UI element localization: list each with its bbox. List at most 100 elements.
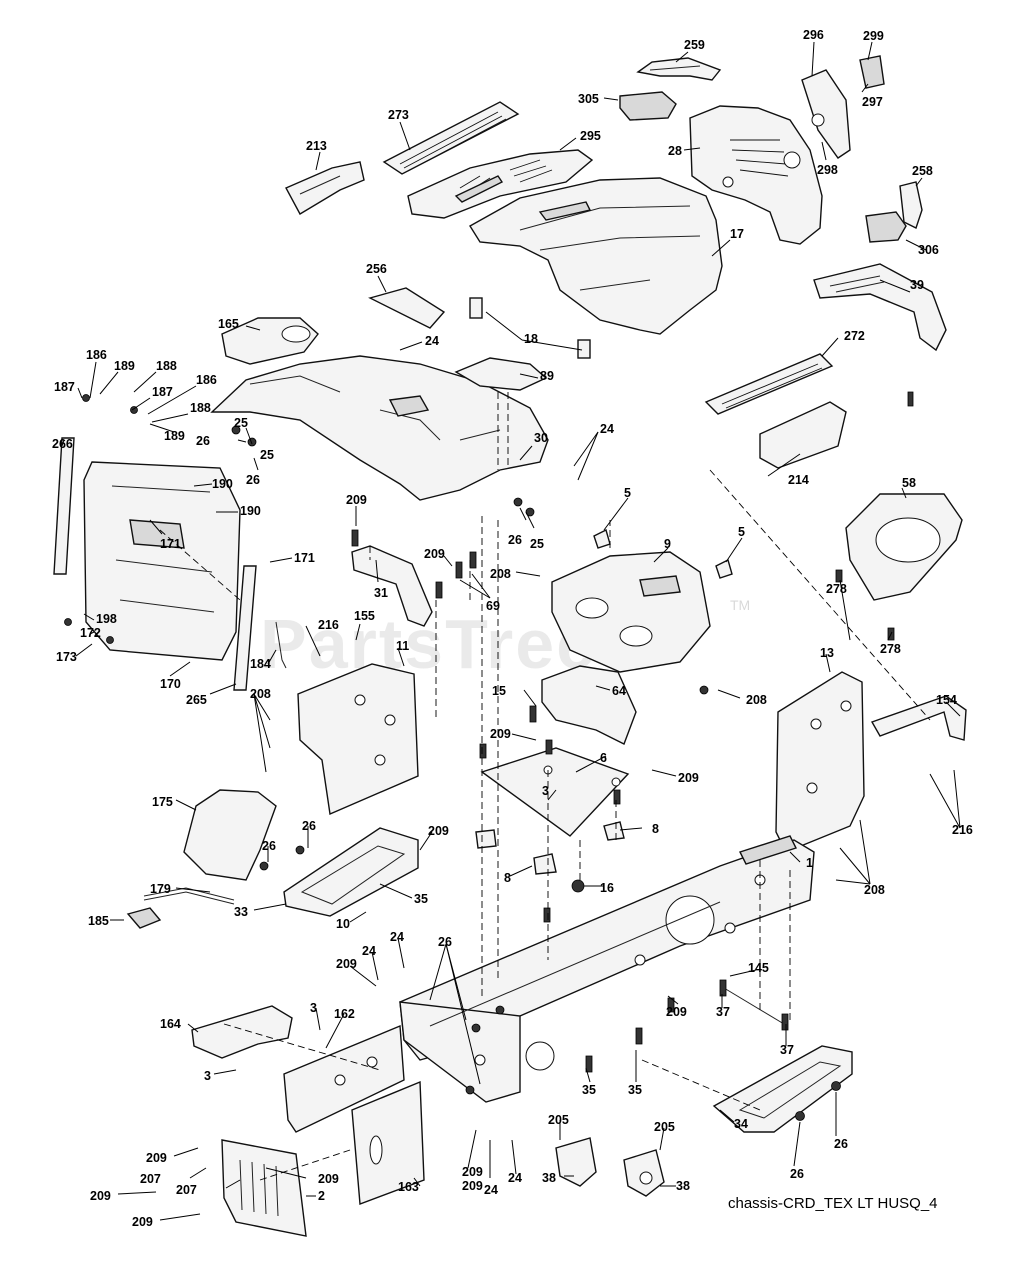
callout-5a: 5 xyxy=(624,486,631,500)
callout-187b: 187 xyxy=(152,385,173,399)
callout-3b: 3 xyxy=(310,1001,317,1015)
callout-208d: 208 xyxy=(864,883,885,897)
callout-24f: 24 xyxy=(508,1171,522,1185)
callout-26g: 26 xyxy=(834,1137,848,1151)
callout-297: 297 xyxy=(862,95,883,109)
diagram-reference-code: chassis-CRD_TEX LT HUSQ_4 xyxy=(728,1195,938,1212)
callout-37a: 37 xyxy=(716,1005,730,1019)
callout-278a: 278 xyxy=(826,582,847,596)
part-185-pedal xyxy=(126,907,162,929)
callout-266: 266 xyxy=(52,437,73,451)
watermark-tm: TM xyxy=(730,597,750,613)
callout-278b: 278 xyxy=(880,642,901,656)
part-296-lens xyxy=(801,69,851,159)
callout-189a: 189 xyxy=(114,359,135,373)
callout-39: 39 xyxy=(910,278,924,292)
part-164-plate xyxy=(191,1005,293,1059)
callout-208b: 208 xyxy=(250,687,271,701)
part-30-fender xyxy=(210,355,549,501)
callout-163: 163 xyxy=(398,1180,419,1194)
callout-209l: 209 xyxy=(132,1215,153,1229)
callout-216a: 216 xyxy=(318,618,339,632)
part-272-grille xyxy=(704,353,834,415)
callout-35b: 35 xyxy=(582,1083,596,1097)
part-5-clip-b xyxy=(715,558,733,579)
callout-209c: 209 xyxy=(490,727,511,741)
callout-205b: 205 xyxy=(654,1120,675,1134)
callout-208c: 208 xyxy=(746,693,767,707)
callout-209h: 209 xyxy=(146,1151,167,1165)
callout-172: 172 xyxy=(80,626,101,640)
callout-162: 162 xyxy=(334,1007,355,1021)
callout-190b: 190 xyxy=(240,504,261,518)
part-305-insert xyxy=(619,91,677,121)
callout-209i: 209 xyxy=(90,1189,111,1203)
callout-198: 198 xyxy=(96,612,117,626)
callout-185: 185 xyxy=(88,914,109,928)
callout-25c: 25 xyxy=(530,537,544,551)
callout-164: 164 xyxy=(160,1017,181,1031)
callout-256: 256 xyxy=(366,262,387,276)
callout-189b: 189 xyxy=(164,429,185,443)
callout-209j: 209 xyxy=(462,1165,483,1179)
callout-272: 272 xyxy=(844,329,865,343)
callout-24e: 24 xyxy=(484,1183,498,1197)
callout-209d: 209 xyxy=(678,771,699,785)
leader-lines xyxy=(61,41,961,1221)
callout-2: 2 xyxy=(318,1189,325,1203)
part-163-axle-plate xyxy=(351,1080,425,1205)
callout-155: 155 xyxy=(354,609,375,623)
callout-207a: 207 xyxy=(140,1172,161,1186)
callout-187a: 187 xyxy=(54,380,75,394)
part-175-cover xyxy=(183,789,277,881)
part-11-steering-support xyxy=(297,663,419,816)
callout-186b: 186 xyxy=(196,373,217,387)
part-299-bulb xyxy=(859,55,885,89)
callout-37b: 37 xyxy=(780,1043,794,1057)
callout-16: 16 xyxy=(600,881,614,895)
callout-64: 64 xyxy=(612,684,626,698)
callout-24d: 24 xyxy=(390,930,404,944)
callout-3a: 3 xyxy=(542,784,549,798)
part-33-footrest xyxy=(283,827,419,917)
callout-209k: 209 xyxy=(318,1172,339,1186)
callout-15: 15 xyxy=(492,684,506,698)
part-154-bracket xyxy=(870,695,967,741)
part-89-hinge xyxy=(454,357,548,391)
callout-205a: 205 xyxy=(548,1113,569,1127)
callout-9: 9 xyxy=(664,537,671,551)
callout-26a: 26 xyxy=(196,434,210,448)
callout-188a: 188 xyxy=(156,359,177,373)
callout-209g: 209 xyxy=(666,1005,687,1019)
callout-298: 298 xyxy=(817,163,838,177)
part-8-clip-a xyxy=(475,829,497,849)
callout-5b: 5 xyxy=(738,525,745,539)
callout-209a: 209 xyxy=(346,493,367,507)
callout-171b: 171 xyxy=(294,551,315,565)
part-184-rod xyxy=(275,621,287,669)
callout-35a: 35 xyxy=(414,892,428,906)
part-58-tray xyxy=(845,493,963,601)
part-17-hood xyxy=(469,177,723,335)
part-306-insert xyxy=(865,211,907,243)
part-38-bracket-a xyxy=(555,1137,597,1187)
part-265-right-trim xyxy=(233,565,257,691)
part-31-bracket xyxy=(351,545,433,627)
part-256-pad xyxy=(368,287,446,329)
callout-145: 145 xyxy=(748,961,769,975)
callout-8b: 8 xyxy=(504,871,511,885)
callout-26f: 26 xyxy=(438,935,452,949)
callout-26b: 26 xyxy=(246,473,260,487)
callout-184: 184 xyxy=(250,657,271,671)
part-8-clip-c xyxy=(603,821,625,841)
callout-8a: 8 xyxy=(652,822,659,836)
part-16-nut xyxy=(571,879,585,893)
callout-154: 154 xyxy=(936,693,957,707)
callout-258: 258 xyxy=(912,164,933,178)
part-34-rear-bumper xyxy=(712,1045,853,1133)
callout-11: 11 xyxy=(396,639,409,653)
part-258-reflector xyxy=(899,181,923,229)
callout-labels: 259 305 296 299 297 298 273 295 28 213 2… xyxy=(52,28,973,1229)
part-170-dash-panel xyxy=(83,461,241,661)
